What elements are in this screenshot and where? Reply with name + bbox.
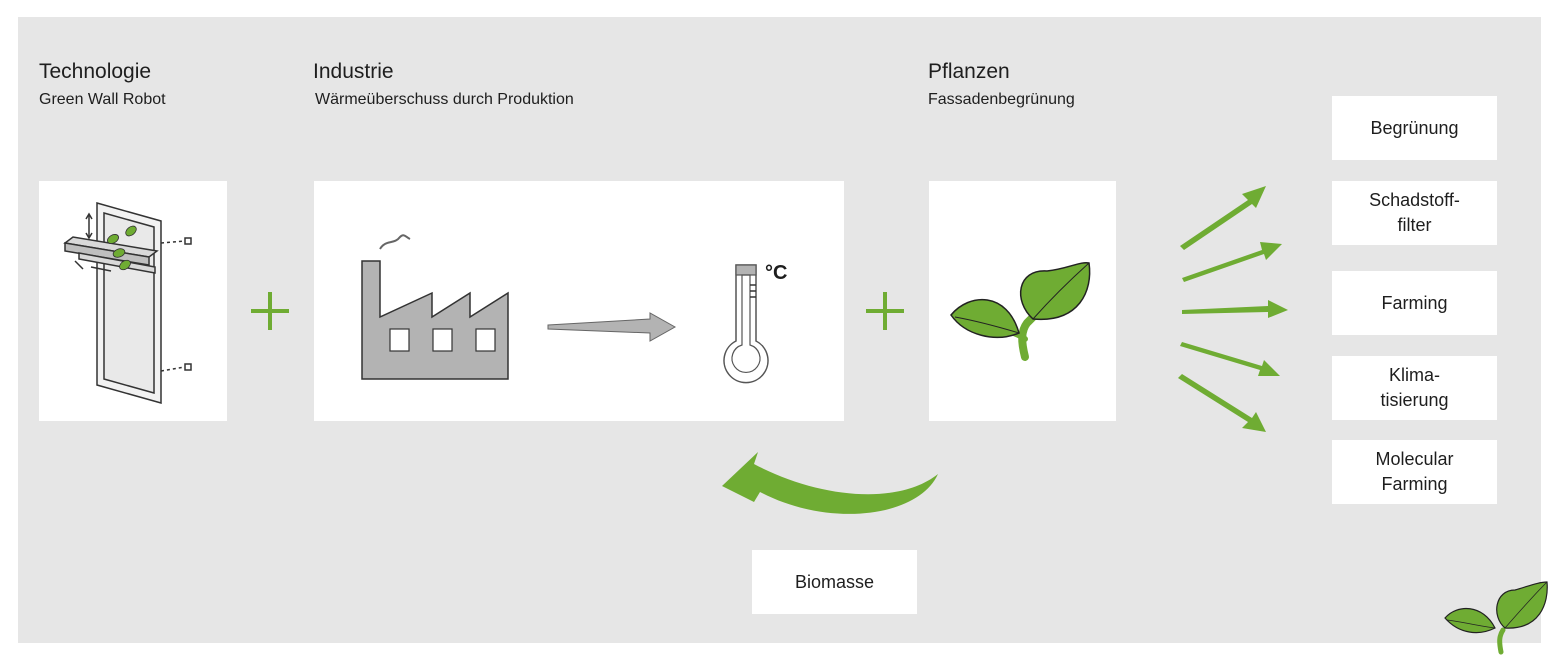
thermometer-icon — [723, 264, 769, 384]
output-label: Molecular Farming — [1375, 449, 1454, 494]
output-label: Klima- tisierung — [1380, 365, 1449, 410]
green-wall-robot-icon — [63, 202, 192, 404]
technology-subtitle: Green Wall Robot — [39, 91, 166, 108]
temperature-unit-label: °C — [765, 262, 788, 284]
plant-leaves-icon — [950, 261, 1091, 361]
plants-card — [929, 181, 1116, 421]
biomasse-label: Biomasse — [794, 571, 875, 592]
technology-card — [39, 181, 227, 421]
small-plant-logo-icon — [1444, 581, 1548, 655]
output-begruenung: Begrünung — [1332, 96, 1497, 160]
technology-title: Technologie — [39, 60, 152, 83]
arrow-to-molecular-farming — [1178, 374, 1266, 432]
factory-icon — [361, 234, 677, 380]
output-klimatisierung: Klima- tisierung — [1332, 356, 1497, 420]
industry-title: Industrie — [313, 60, 394, 83]
plants-title: Pflanzen — [928, 60, 1010, 83]
output-label: Schadstoff- filter — [1369, 190, 1460, 235]
output-schadstofffilter: Schadstoff- filter — [1332, 181, 1497, 245]
industry-card: °C — [314, 181, 844, 421]
plus-sign — [251, 292, 289, 330]
feedback-arrow — [722, 452, 938, 514]
plus-sign — [866, 292, 904, 330]
output-label: Begrünung — [1370, 117, 1459, 138]
output-farming: Farming — [1332, 271, 1497, 335]
output-arrows — [1178, 186, 1288, 432]
industry-subtitle: Wärmeüberschuss durch Produktion — [315, 91, 574, 108]
arrow-to-farming — [1182, 300, 1288, 318]
arrow-to-begruenung — [1180, 186, 1266, 250]
biomasse-box: Biomasse — [752, 550, 917, 614]
output-label: Farming — [1381, 292, 1448, 313]
plants-subtitle: Fassadenbegrünung — [928, 91, 1075, 108]
arrow-to-klimatisierung — [1180, 342, 1280, 376]
arrow-to-schadstofffilter — [1182, 242, 1282, 282]
output-molecular-farming: Molecular Farming — [1332, 440, 1497, 504]
